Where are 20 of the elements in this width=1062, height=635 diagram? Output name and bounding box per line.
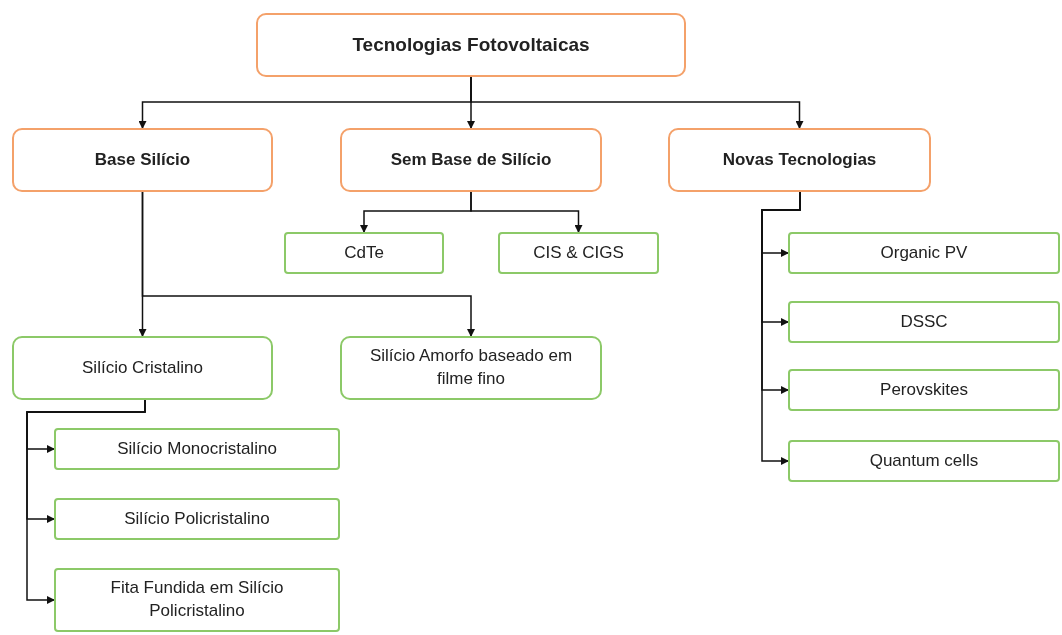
- technology-box: Fita Fundida em Silício Policristalino: [54, 568, 340, 632]
- category-box: Base Silício: [12, 128, 273, 192]
- technology-box: CIS & CIGS: [498, 232, 659, 274]
- technology-box: Silício Policristalino: [54, 498, 340, 540]
- technology-box: Silício Cristalino: [12, 336, 273, 400]
- technology-box: CdTe: [284, 232, 444, 274]
- technology-box: Silício Amorfo baseado em filme fino: [340, 336, 602, 400]
- arrow: [141, 191, 475, 337]
- arrow: [761, 191, 801, 465]
- technology-box: DSSC: [788, 301, 1060, 343]
- technology-box: Organic PV: [788, 232, 1060, 274]
- technology-box: Quantum cells: [788, 440, 1060, 482]
- category-box: Sem Base de Silício: [340, 128, 602, 192]
- arrow: [470, 76, 804, 129]
- category-box: Tecnologias Fotovoltaicas: [256, 13, 686, 77]
- arrow: [470, 191, 583, 233]
- arrow: [26, 399, 146, 604]
- technology-box: Silício Monocristalino: [54, 428, 340, 470]
- technology-box: Perovskites: [788, 369, 1060, 411]
- category-box: Novas Tecnologias: [668, 128, 931, 192]
